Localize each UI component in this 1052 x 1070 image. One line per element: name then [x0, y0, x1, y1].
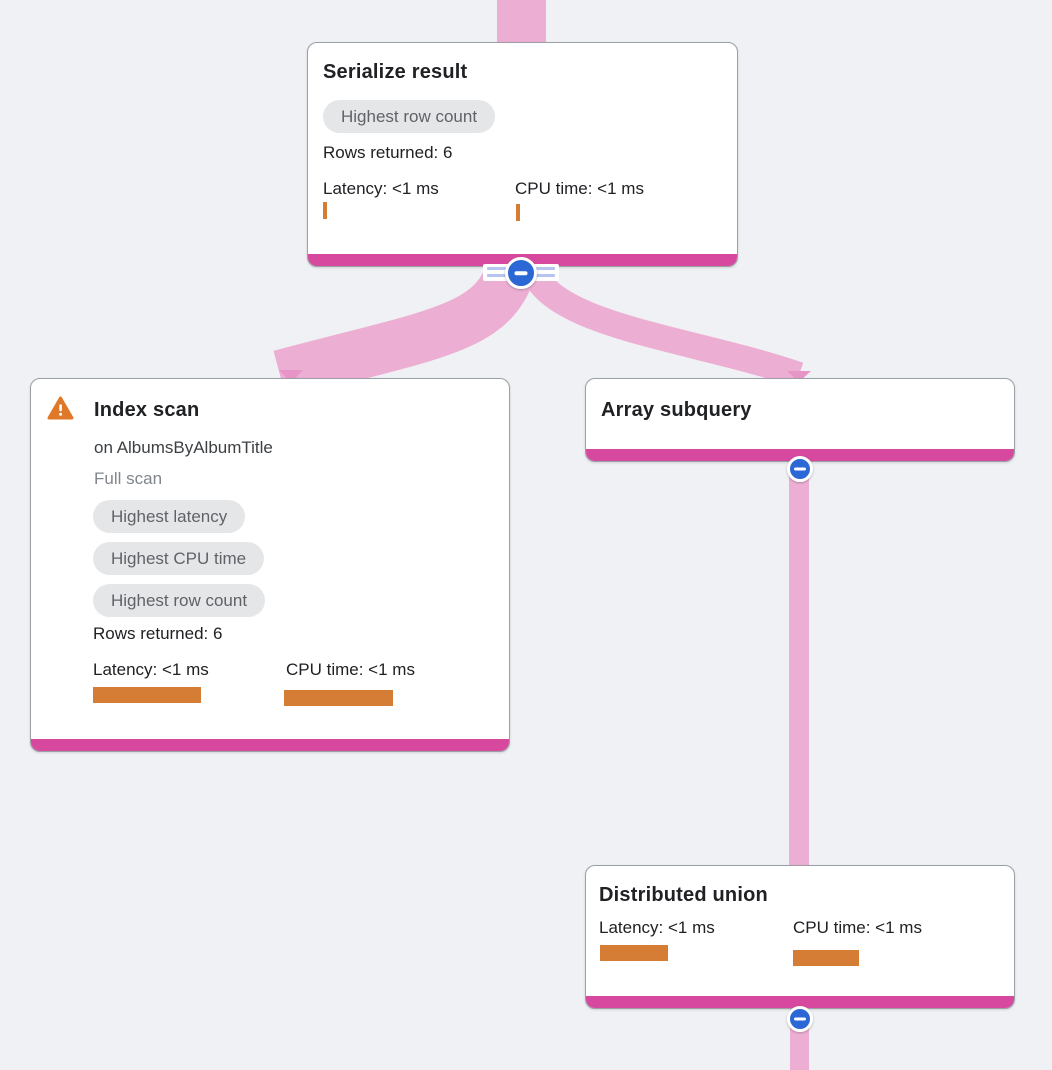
node-title: Array subquery	[601, 399, 752, 421]
node-distributed-union[interactable]: Distributed union Latency: <1 ms CPU tim…	[585, 865, 1015, 1009]
latency-bar	[323, 202, 327, 219]
edge-arrowhead-arraysubquery	[787, 371, 811, 382]
stripe	[533, 274, 555, 277]
scan-type: Full scan	[94, 469, 163, 488]
badge-highest-row-count: Highest row count	[93, 584, 266, 617]
stripe	[487, 274, 509, 277]
cpu-time-label: CPU time: <1 ms	[793, 918, 922, 937]
rows-returned: Rows returned: 6	[323, 143, 453, 162]
node-index-scan[interactable]: Index scan on AlbumsByAlbumTitle Full sc…	[30, 378, 510, 752]
latency-label: Latency: <1 ms	[323, 179, 439, 198]
node-array-subquery[interactable]: Array subquery	[585, 378, 1015, 462]
latency-bar	[600, 945, 668, 961]
latency-bar	[93, 687, 201, 703]
latency-label: Latency: <1 ms	[93, 660, 209, 679]
stripe	[533, 267, 555, 270]
warning-icon	[47, 396, 74, 420]
edge-arraysubquery-distributedunion	[789, 458, 809, 868]
node-title: Serialize result	[323, 61, 468, 83]
collapse-button-distributed-union[interactable]	[787, 1006, 813, 1032]
node-accent-bar	[586, 449, 1014, 461]
rows-returned: Rows returned: 6	[93, 624, 223, 643]
cpu-time-label: CPU time: <1 ms	[515, 179, 644, 198]
node-accent-bar	[31, 739, 509, 751]
badge-highest-cpu-time: Highest CPU time	[93, 542, 265, 575]
edge-serialize-arraysubquery	[519, 261, 804, 388]
cpu-time-bar	[516, 204, 520, 221]
cpu-time-bar	[793, 950, 859, 966]
edge-arrowhead-indexscan	[279, 370, 303, 383]
node-accent-bar	[586, 996, 1014, 1008]
collapse-button-array-subquery[interactable]	[787, 456, 813, 482]
stripe	[487, 267, 509, 270]
node-title: Distributed union	[599, 884, 768, 906]
cpu-time-bar	[284, 690, 393, 706]
node-title: Index scan	[94, 399, 200, 421]
badge-highest-latency: Highest latency	[93, 500, 246, 533]
latency-label: Latency: <1 ms	[599, 918, 715, 937]
cpu-time-label: CPU time: <1 ms	[286, 660, 415, 679]
badge-highest-row-count: Highest row count	[323, 100, 496, 133]
node-serialize-result[interactable]: Serialize result Highest row count Rows …	[307, 42, 738, 267]
collapse-button-serialize-result[interactable]	[505, 257, 537, 289]
edge-parent-serialize	[497, 0, 546, 44]
edge-serialize-indexscan	[273, 258, 537, 400]
scan-target: on AlbumsByAlbumTitle	[94, 438, 273, 457]
